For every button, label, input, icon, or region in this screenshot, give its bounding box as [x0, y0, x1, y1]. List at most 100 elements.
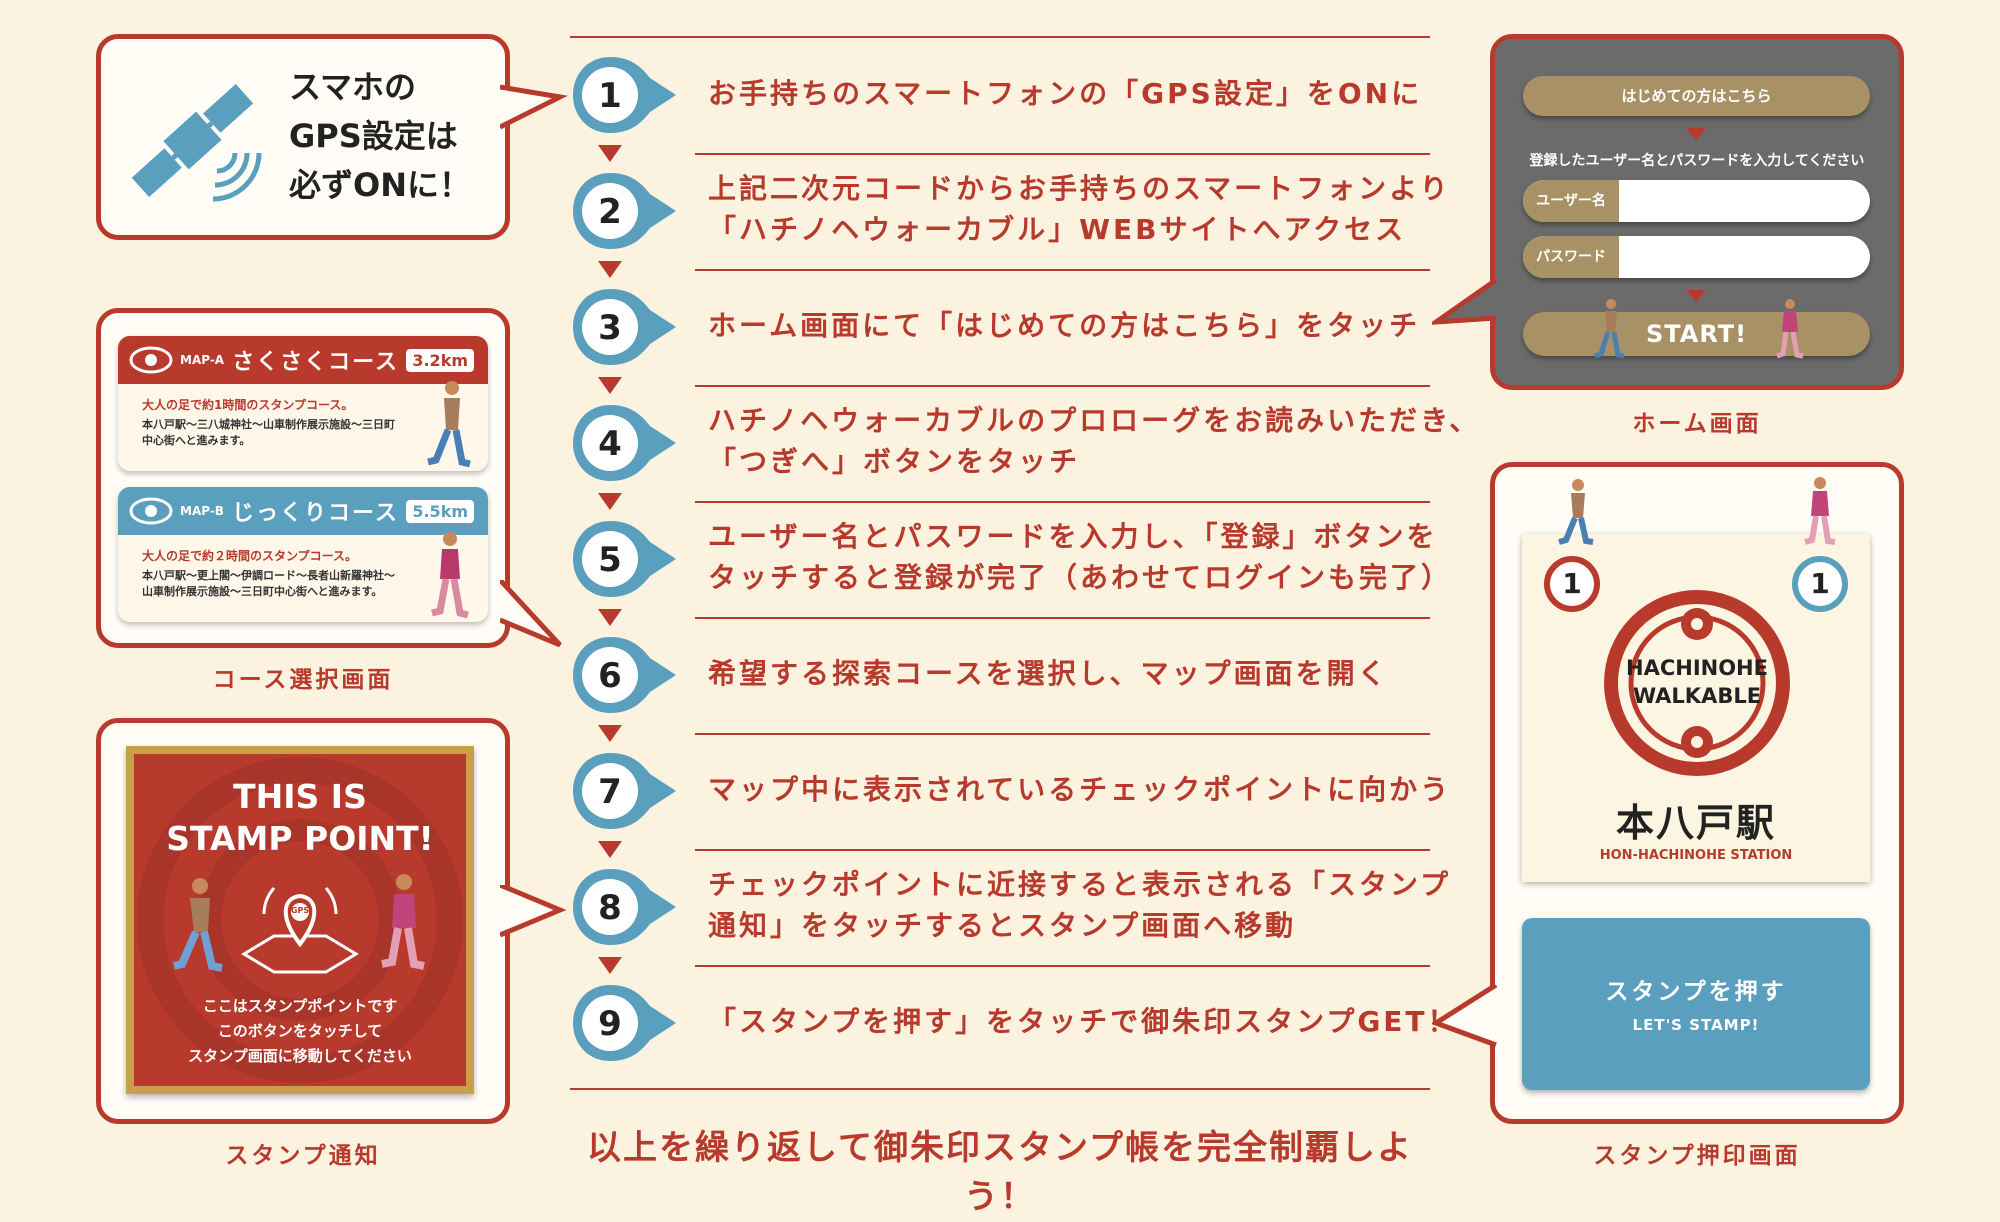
- course-card-a[interactable]: MAP-A さくさくコース 3.2km 大人の足で約1時間のスタンプコース。 本…: [118, 336, 488, 471]
- step-text: ホーム画面にて「はじめての方はこちら」をタッチ: [708, 305, 1438, 346]
- course-a-route: 本八戸駅～三八城神社～山車制作展示施設～三日町中心街へと進みます。: [142, 418, 395, 447]
- first-time-button[interactable]: はじめての方はこちら: [1523, 76, 1870, 116]
- step-text: 「スタンプを押す」をタッチで御朱印スタンプGET！: [708, 1001, 1459, 1042]
- hachinohe-walkable-logo: [1604, 590, 1790, 776]
- eye-icon: [129, 346, 173, 374]
- step-text-line: 「ハチノヘウォーカブル」WEBサイトへアクセス: [708, 213, 1407, 246]
- course-b-route: 本八戸駅～更上閣～伊調ロード～長者山新羅神社～山車制作展示施設～三日町中心街へと…: [142, 569, 395, 598]
- down-arrow-icon: [598, 957, 622, 974]
- logo-wordmark: HACHINOHE WALKABLE: [1602, 654, 1792, 710]
- step-number: 5: [598, 540, 622, 580]
- gps-callout-line: GPS設定は: [289, 117, 458, 155]
- step-text: チェックポイントに近接すると表示される「スタンプ通知」をタッチするとスタンプ画面…: [708, 864, 1448, 946]
- stamp-counter-right-value: 1: [1810, 567, 1830, 600]
- step-text: ハチノヘウォーカブルのプロローグをお読みいただき、「つぎへ」ボタンをタッチ: [708, 400, 1481, 482]
- step-number-badge: 1: [573, 57, 676, 133]
- step-number-badge: 5: [573, 521, 676, 597]
- stamp-notice-title-line: STAMP POINT!: [166, 819, 434, 858]
- course-a-map: MAP-A: [180, 353, 225, 367]
- step-divider: [695, 501, 1430, 503]
- step-number: 2: [598, 192, 622, 232]
- start-button[interactable]: START!: [1523, 299, 1870, 359]
- step-text-line: 通知」をタッチするとスタンプ画面へ移動: [708, 909, 1297, 942]
- step-text: ユーザー名とパスワードを入力し、「登録」ボタンをタッチすると登録が完了（あわせて…: [708, 516, 1453, 598]
- step-text-line: お手持ちのスマートフォンの「GPS設定」をONに: [708, 76, 1423, 110]
- steps-bottom-rule: [570, 1088, 1430, 1090]
- stamp-screen-pointer: [1432, 985, 1498, 1048]
- step-divider: [695, 849, 1430, 851]
- station-name-jp: 本八戸駅: [1615, 801, 1776, 845]
- step-text-line: ハチノヘウォーカブルのプロローグをお読みいただき、: [708, 404, 1481, 437]
- step-text-line: ホーム画面にて「はじめての方はこちら」をタッチ: [708, 308, 1421, 342]
- step-number-badge: 3: [573, 289, 676, 365]
- step-text-line: 「つぎへ」ボタンをタッチ: [708, 445, 1081, 478]
- walking-man-icon: [1558, 479, 1594, 545]
- login-instruction: 登録したユーザー名とパスワードを入力してください: [1529, 153, 1865, 169]
- stamp-notice-background-rings: [137, 757, 463, 1083]
- step-divider: [695, 733, 1430, 735]
- username-field[interactable]: ユーザー名: [1523, 180, 1870, 222]
- step-text: マップ中に表示されているチェックポイントに向かう: [708, 769, 1452, 810]
- stamp-notice-pointer: [500, 885, 567, 938]
- gps-callout: スマホの GPS設定は 必ずONに！: [96, 34, 510, 240]
- gps-callout-pointer: [500, 84, 568, 130]
- step-number-badge: 8: [573, 869, 676, 945]
- stamp-counter-left: 1: [1544, 556, 1600, 612]
- step-number: 9: [598, 1004, 622, 1044]
- stamp-counter-right: 1: [1792, 556, 1848, 612]
- stamp-screen-caption: スタンプ押印画面: [1593, 1143, 1801, 1169]
- start-button-label: START!: [1645, 320, 1748, 348]
- course-b-distance: 5.5km: [406, 499, 474, 523]
- stamp-notice-body-line: このボタンをタッチして: [217, 1022, 383, 1040]
- step-number: 4: [598, 424, 622, 464]
- logo-wordmark-line: WALKABLE: [1632, 684, 1762, 708]
- step-text-line: タッチすると登録が完了（あわせてログインも完了）: [708, 561, 1453, 594]
- step-text-line: ユーザー名とパスワードを入力し、「登録」ボタンを: [708, 520, 1438, 553]
- station-name-en: HON-HACHINOHE STATION: [1599, 848, 1793, 863]
- password-field[interactable]: パスワード: [1523, 236, 1870, 278]
- course-a-header: MAP-A さくさくコース 3.2km: [118, 336, 488, 384]
- stamp-counter-left-value: 1: [1562, 567, 1582, 600]
- down-arrow-icon: [598, 841, 622, 858]
- stamp-notice-card[interactable]: THIS IS STAMP POINT! GPS ここはスタンプポイントです こ…: [126, 746, 474, 1094]
- step-divider: [695, 965, 1430, 967]
- password-label: パスワード: [1523, 236, 1619, 278]
- step-text-line: 希望する探索コースを選択し、マップ画面を開く: [708, 656, 1389, 690]
- step-number-badge: 9: [573, 985, 676, 1061]
- step-number-badge: 7: [573, 753, 676, 829]
- lets-stamp-button-jp: スタンプを押す: [1605, 979, 1787, 1005]
- down-arrow-icon: [598, 261, 622, 278]
- step-text: お手持ちのスマートフォンの「GPS設定」をONに: [708, 73, 1438, 114]
- step-number: 7: [598, 772, 622, 812]
- walking-man-icon: [1594, 299, 1625, 359]
- stamp-notice-title: THIS IS STAMP POINT!: [134, 776, 466, 860]
- course-b-header: MAP-B じっくりコース 5.5km: [118, 487, 488, 535]
- stamp-notice-body-line: スタンプ画面に移動してください: [188, 1047, 412, 1065]
- down-arrow-icon: [598, 725, 622, 742]
- step-divider: [695, 617, 1430, 619]
- stamp-notice-body-line: ここはスタンプポイントです: [202, 997, 398, 1015]
- lets-stamp-button-en: LET'S STAMP!: [1632, 1016, 1760, 1034]
- course-a-name: さくさくコース: [232, 350, 399, 375]
- gps-pin-map-icon: [241, 887, 359, 974]
- step-divider: [695, 385, 1430, 387]
- stamp-notice-body: ここはスタンプポイントです このボタンをタッチして スタンプ画面に移動してくださ…: [134, 994, 466, 1069]
- step-divider: [695, 153, 1430, 155]
- step-number-badge: 2: [573, 173, 676, 249]
- course-select-pointer: [500, 580, 562, 648]
- down-arrow-icon: [1686, 290, 1706, 302]
- course-select-caption: コース選択画面: [212, 667, 394, 693]
- down-arrow-icon: [1686, 128, 1706, 140]
- step-number-badge: 6: [573, 637, 676, 713]
- lets-stamp-button[interactable]: スタンプを押す LET'S STAMP!: [1522, 918, 1870, 1090]
- step-text-line: 「スタンプを押す」をタッチで御朱印スタンプGET！: [708, 1004, 1459, 1038]
- walking-woman-icon: [1776, 299, 1804, 359]
- logo-wordmark-line: HACHINOHE: [1626, 656, 1768, 680]
- steps-top-rule: [570, 36, 1430, 38]
- footer-message: 以上を繰り返して御朱印スタンプ帳を完全制覇しよう！: [587, 1128, 1413, 1217]
- course-b-description: 大人の足で約２時間のスタンプコース。: [142, 549, 358, 563]
- step-number: 8: [598, 888, 622, 928]
- walking-woman-icon: [431, 532, 469, 619]
- course-card-b[interactable]: MAP-B じっくりコース 5.5km 大人の足で約２時間のスタンプコース。 本…: [118, 487, 488, 622]
- step-text-line: マップ中に表示されているチェックポイントに向かう: [708, 772, 1452, 806]
